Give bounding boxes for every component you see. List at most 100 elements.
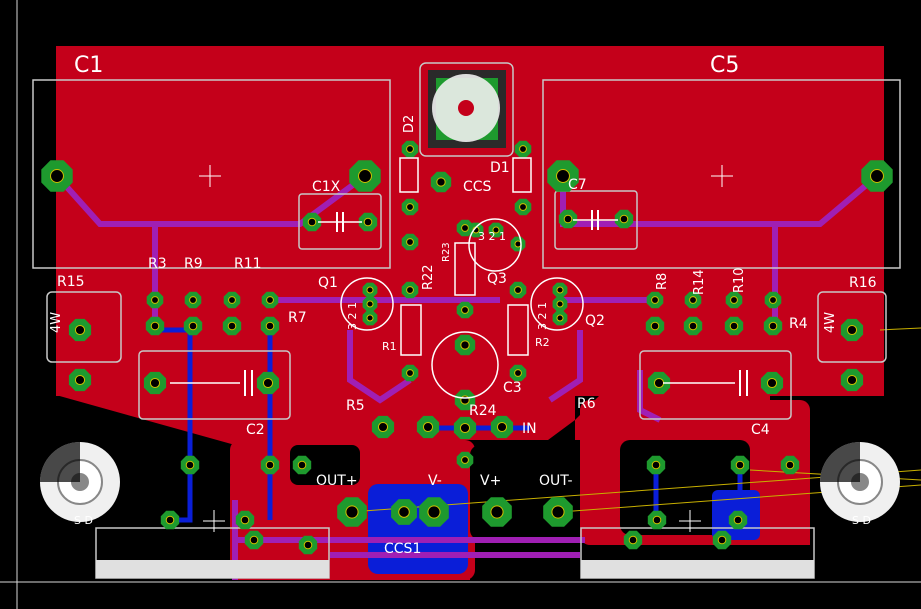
c1-outline — [32, 79, 391, 269]
ccs-hole-center — [458, 100, 474, 116]
q2-outline — [530, 277, 584, 331]
label-r1: R1 — [382, 340, 397, 353]
label-r22: R22 — [421, 264, 436, 290]
q1-outline — [340, 277, 394, 331]
pad-drill — [406, 203, 414, 211]
label-4w-left: 4W — [49, 312, 64, 333]
r2-body — [507, 304, 529, 356]
pad-group[interactable] — [41, 140, 893, 555]
pad-drill — [363, 217, 373, 227]
label-v-plus: V+ — [480, 473, 501, 489]
pad-drill — [563, 214, 573, 224]
label-c1: C1 — [74, 53, 103, 78]
pad-drill — [490, 505, 504, 519]
copper-cutout — [290, 445, 360, 485]
label-out-plus: OUT+ — [316, 473, 358, 489]
label-q3-pins: 3 2 1 — [478, 230, 506, 243]
c4-outline — [639, 350, 792, 420]
label-r6: R6 — [577, 396, 596, 412]
pad-drill — [733, 515, 743, 525]
label-mount-left: S D — [74, 514, 93, 527]
pad-drill — [551, 505, 565, 519]
pad-drill — [492, 226, 500, 234]
label-in: IN — [522, 421, 537, 437]
pad-drill — [730, 296, 738, 304]
label-q2: Q2 — [585, 313, 605, 329]
pad-drill — [422, 421, 434, 433]
pad-drill — [556, 314, 564, 322]
pad-drill — [377, 421, 389, 433]
pad-drill — [262, 377, 274, 389]
pad-drill — [398, 506, 410, 518]
label-q1-pins: 3 2 1 — [346, 302, 359, 330]
label-c2: C2 — [246, 422, 265, 438]
pad-drill — [846, 374, 858, 386]
pad-drill — [653, 377, 665, 389]
label-d1: D1 — [490, 160, 510, 176]
pad-drill — [266, 296, 274, 304]
label-ccs: CCS — [463, 179, 492, 195]
pad-drill — [297, 460, 307, 470]
pad-drill — [240, 515, 250, 525]
pad-drill — [766, 377, 778, 389]
pad-drill — [785, 460, 795, 470]
r1-body — [400, 304, 422, 356]
label-r14: R14 — [692, 269, 707, 295]
pad-drill — [459, 422, 471, 434]
pad-drill — [628, 535, 638, 545]
label-q3: Q3 — [487, 271, 507, 287]
pad-drill — [514, 286, 522, 294]
pad-drill — [846, 324, 858, 336]
pad-drill — [366, 286, 374, 294]
q3-outline — [468, 218, 522, 272]
pad-drill — [769, 296, 777, 304]
pad-drill — [228, 296, 236, 304]
label-d2: D2 — [402, 115, 417, 133]
pad-drill — [303, 540, 313, 550]
label-r8: R8 — [655, 273, 670, 290]
label-r9: R9 — [184, 256, 203, 272]
pad-drill — [651, 296, 659, 304]
pad-drill — [689, 296, 697, 304]
pad-drill — [461, 456, 469, 464]
pad-drill — [735, 460, 745, 470]
pad-drill — [436, 177, 446, 187]
label-r10: R10 — [732, 267, 747, 293]
pad-drill — [406, 145, 414, 153]
pad-drill — [514, 369, 522, 377]
c1x-outline — [298, 193, 382, 250]
pad-drill — [556, 169, 570, 183]
label-4w-right: 4W — [823, 312, 838, 333]
label-c3: C3 — [503, 380, 522, 396]
pad-drill — [427, 505, 441, 519]
r23-body — [454, 242, 476, 296]
pad-drill — [460, 340, 470, 350]
label-r24: R24 — [469, 403, 497, 419]
ccs-transistor-outline — [419, 62, 514, 157]
label-ccs1: CCS1 — [384, 541, 421, 557]
pad-drill — [307, 217, 317, 227]
r15-outline — [46, 291, 122, 363]
label-r4: R4 — [789, 316, 808, 332]
pad-drill — [651, 460, 661, 470]
pad-drill — [150, 321, 160, 331]
label-r3: R3 — [148, 256, 167, 272]
pad-drill — [265, 321, 275, 331]
pad-drill — [406, 286, 414, 294]
label-q1: Q1 — [318, 275, 338, 291]
label-r2: R2 — [535, 336, 550, 349]
trace-group — [54, 173, 879, 580]
pad-drill — [556, 300, 564, 308]
pad-drill — [768, 321, 778, 331]
pad-drill — [688, 321, 698, 331]
pad-drill — [345, 505, 359, 519]
label-c5: C5 — [710, 53, 739, 78]
pad-drill — [870, 169, 884, 183]
pad-drill — [188, 321, 198, 331]
label-r16: R16 — [849, 275, 877, 291]
d1-body — [512, 157, 532, 193]
pad-drill — [149, 377, 161, 389]
label-r23: R23 — [441, 242, 452, 262]
label-c4: C4 — [751, 422, 770, 438]
